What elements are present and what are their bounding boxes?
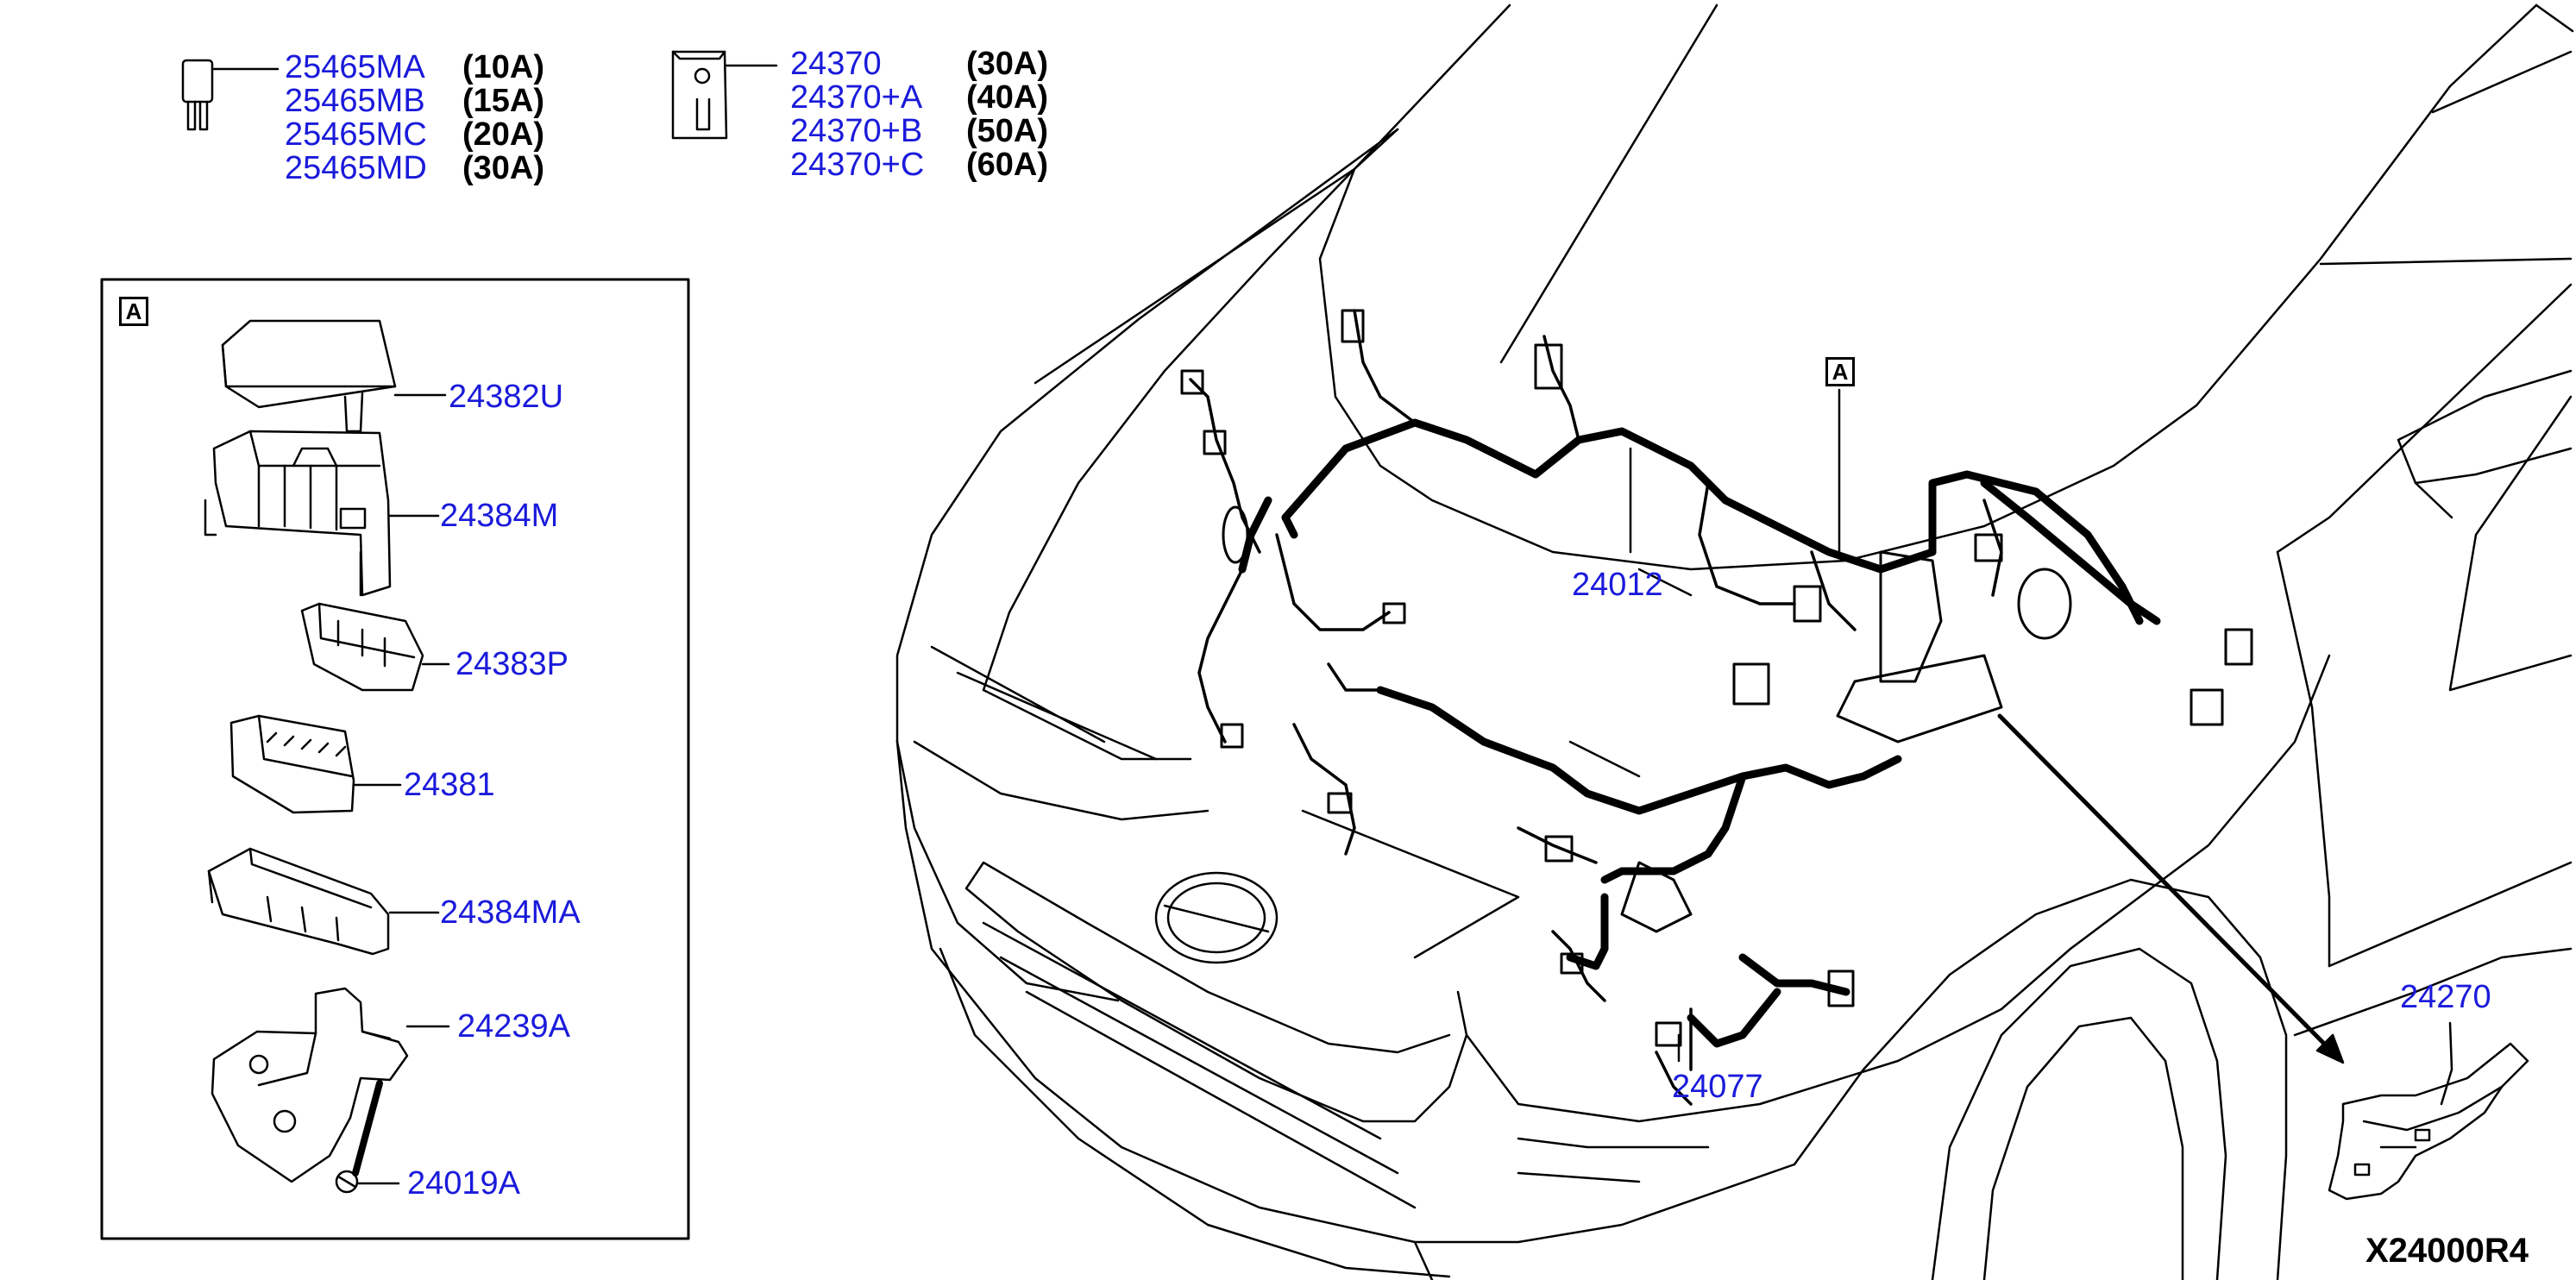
link-part-24370: 24370 [790, 46, 882, 82]
fuse-block-drawing [229, 714, 402, 814]
fuse-box-cover-drawing [221, 319, 447, 433]
relay-block-drawing [300, 602, 450, 692]
link-part-24370-B: 24370+B [790, 113, 923, 149]
fuse-rating-20A: (20A) [462, 116, 545, 153]
bracket-24270-drawing [2328, 1042, 2529, 1201]
link-part-24370-A: 24370+A [790, 79, 923, 116]
part-label-24077: 24077 [1672, 1069, 1763, 1105]
detail-marker-a: A [119, 297, 148, 326]
fuse-box-lower-case-drawing [207, 847, 440, 956]
tire [1931, 947, 2227, 1280]
mini-fuse-icon [181, 59, 280, 131]
part-label-24012: 24012 [1572, 567, 1663, 603]
part-label-24019A: 24019A [407, 1165, 521, 1202]
part-label-24239A: 24239A [457, 1008, 571, 1045]
fusible-link-icon [671, 50, 778, 140]
link-rating-50A: (50A) [966, 113, 1049, 149]
fuse-part-25465MA: 25465MA [285, 49, 425, 85]
part-label-24382U: 24382U [449, 379, 564, 415]
part-label-24384MA: 24384MA [440, 894, 581, 931]
vehicle-body-outline [895, 3, 2574, 1280]
part-label-24384M: 24384M [440, 498, 559, 534]
bracket-drawing [210, 987, 450, 1183]
diagram-code: X24000R4 [2366, 1232, 2529, 1270]
bolt-drawing [335, 1170, 400, 1194]
detail-frame [100, 278, 690, 1240]
link-rating-60A: (60A) [966, 147, 1049, 183]
harness-connectors [1180, 309, 2253, 1047]
part-label-24381: 24381 [404, 767, 495, 803]
location-marker-a: A [1825, 357, 1855, 386]
fuse-box-body-drawing [204, 430, 440, 597]
fuse-part-25465MB: 25465MB [285, 83, 425, 119]
bolt-pointer-line [352, 1080, 383, 1176]
part-label-24270: 24270 [2400, 979, 2491, 1015]
fuse-rating-15A: (15A) [462, 83, 545, 119]
link-part-24370-C: 24370+C [790, 147, 925, 183]
engine-room-harness-thin [1189, 309, 2003, 1106]
wheel-arch [1793, 878, 2288, 1280]
fuse-rating-30A: (30A) [462, 150, 545, 186]
part-label-24383P: 24383P [456, 646, 569, 682]
grille-outline [964, 861, 1468, 1123]
callout-leaders [1301, 388, 2453, 1106]
location-arrow [1997, 713, 2345, 1064]
link-rating-30A: (30A) [966, 46, 1049, 82]
emblem [1154, 871, 1279, 964]
fuse-part-25465MD: 25465MD [285, 150, 427, 186]
fuse-part-25465MC: 25465MC [285, 116, 427, 153]
link-rating-40A: (40A) [966, 79, 1049, 116]
fuse-rating-10A: (10A) [462, 49, 545, 85]
